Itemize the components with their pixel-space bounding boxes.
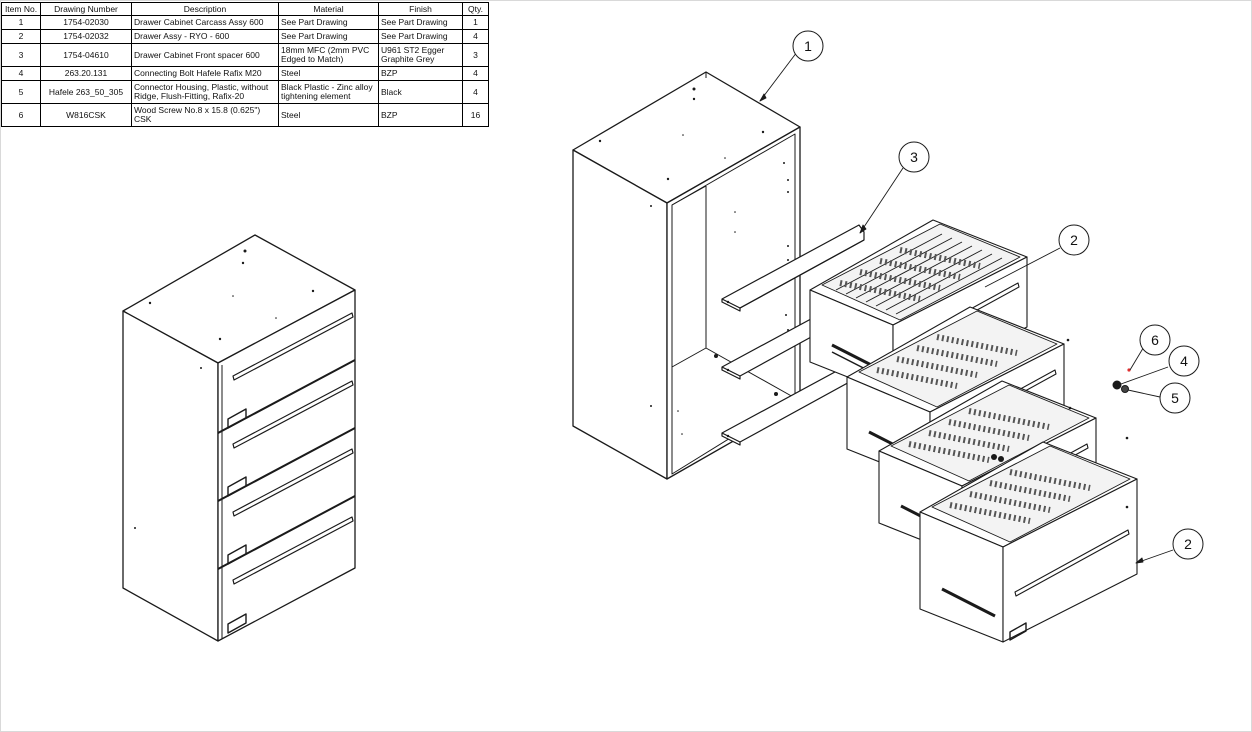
carcass-exploded-view [572,71,865,480]
bom-header-row: Item No. Drawing Number Description Mate… [1,2,489,16]
bom-cell-description: Connector Housing, Plastic, without Ridg… [131,80,279,104]
bom-row: 2 1754-02032 Drawer Assy - RYO - 600 See… [1,29,489,44]
connector-housing-icon [1121,385,1129,393]
bom-cell-finish: BZP [378,103,463,127]
bom-cell-drawing: W816CSK [40,103,132,127]
balloon-5: 5 [1159,382,1191,414]
balloon-2a-label: 2 [1070,232,1078,248]
bom-cell-qty: 3 [462,43,489,67]
bom-cell-material: 18mm MFC (2mm PVC Edged to Match) [278,43,379,67]
bom-row: 5 Hafele 263_50_305 Connector Housing, P… [1,80,489,104]
balloon-1: 1 [792,30,824,62]
balloon-leaders [759,51,1174,564]
bom-cell-item: 3 [1,43,41,67]
bom-cell-material: Black Plastic - Zinc alloy tightening el… [278,80,379,104]
balloon-6: 6 [1139,324,1171,356]
bom-row: 6 W816CSK Wood Screw No.8 x 15.8 (0.625"… [1,103,489,127]
bom-cell-finish: Black [378,80,463,104]
balloon-4-label: 4 [1180,353,1188,369]
hardware-parts [991,338,1131,509]
bom-row: 4 263.20.131 Connecting Bolt Hafele Rafi… [1,66,489,81]
bom-cell-drawing: Hafele 263_50_305 [40,80,132,104]
balloon-3-label: 3 [910,149,918,165]
connecting-bolt-icon [1112,380,1122,390]
balloon-6-label: 6 [1151,332,1159,348]
bom-cell-material: Steel [278,103,379,127]
bill-of-materials-table: Item No. Drawing Number Description Mate… [1,2,489,127]
bom-cell-description: Drawer Cabinet Front spacer 600 [131,43,279,67]
balloon-1-label: 1 [804,38,812,54]
balloon-2b-label: 2 [1184,536,1192,552]
bom-cell-qty: 16 [462,103,489,127]
bom-row: 3 1754-04610 Drawer Cabinet Front spacer… [1,43,489,67]
bom-cell-finish: U961 ST2 Egger Graphite Grey [378,43,463,67]
balloon-3: 3 [898,141,930,173]
wood-screw-icon [1127,368,1131,372]
balloon-2-bottom: 2 [1172,528,1204,560]
balloon-5-label: 5 [1171,390,1179,406]
drawer-stack [809,219,1138,643]
drawer-4 [919,441,1138,643]
bom-cell-drawing: 1754-04610 [40,43,132,67]
assembled-cabinet-view [122,234,356,642]
balloon-2-top: 2 [1058,224,1090,256]
balloon-4: 4 [1168,345,1200,377]
